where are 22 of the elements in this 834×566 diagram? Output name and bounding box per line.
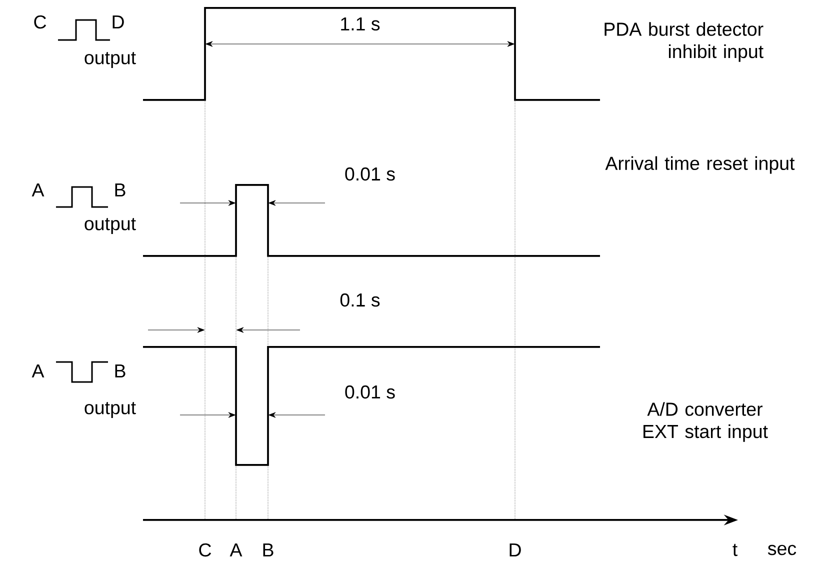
pin-label: C — [34, 15, 46, 29]
axis-label: sec — [768, 544, 796, 556]
axis-label: A — [230, 544, 242, 556]
axis-label: D — [510, 544, 521, 556]
time-label: 0.1 s — [340, 293, 380, 307]
signal-label: Arrival time reset input — [605, 156, 795, 174]
time-label: 0.01 s — [345, 385, 395, 399]
pin-label: D — [112, 16, 124, 28]
output-label: output — [84, 218, 136, 234]
output-label: output — [84, 52, 136, 68]
signal-label: PDA burst detector inhibit input — [604, 22, 764, 62]
signal-label: A/D converter EXT start input — [644, 402, 768, 442]
axis-label: C — [199, 543, 212, 557]
pin-label: A — [32, 184, 44, 196]
axis-label: B — [263, 544, 274, 556]
time-label: 0.01 s — [345, 167, 395, 181]
axis-label: t — [732, 544, 738, 556]
pin-label: A — [32, 364, 44, 378]
pin-label: B — [115, 364, 126, 378]
time-label: 1.1 s — [341, 17, 380, 31]
pin-label: B — [115, 184, 126, 196]
output-label: output — [84, 402, 136, 418]
